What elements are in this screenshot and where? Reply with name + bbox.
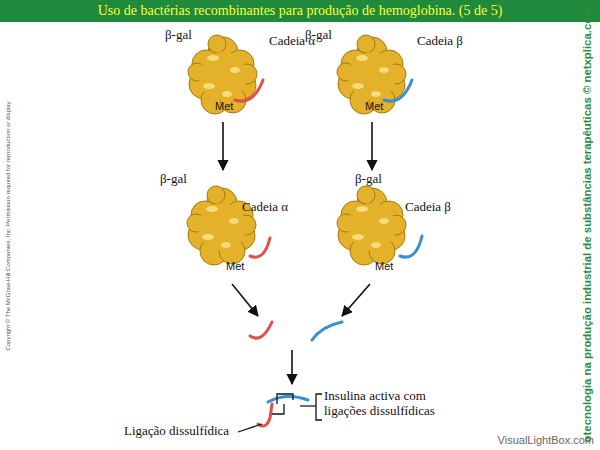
disulfide-bond bbox=[272, 404, 284, 414]
arrow-line bbox=[232, 284, 258, 316]
peptide-chain bbox=[400, 236, 422, 257]
arrow-line bbox=[342, 284, 370, 316]
leader-line bbox=[238, 424, 262, 432]
protein-label: β-gal bbox=[305, 28, 332, 43]
process-arrow bbox=[222, 122, 224, 170]
chain-label: Cadeia β bbox=[417, 34, 463, 49]
alpha-chain bbox=[250, 322, 272, 338]
watermark: otecnologia na produção industrial de su… bbox=[581, 7, 594, 443]
bracket bbox=[316, 394, 322, 420]
peptide-chain bbox=[235, 80, 263, 101]
beta-chain bbox=[312, 322, 342, 340]
arrow-line bbox=[291, 350, 293, 384]
title: Uso de bactérias recombinantes para prod… bbox=[0, 0, 600, 22]
protein-label: β-gal bbox=[160, 172, 187, 187]
fusion-protein: β-gal Cadeia β Met bbox=[305, 28, 475, 120]
beta-chain bbox=[268, 396, 308, 402]
process-arrow bbox=[371, 122, 373, 170]
leader-line bbox=[300, 405, 316, 406]
fusion-protein: β-galCadeia β Met bbox=[305, 172, 475, 276]
fusion-protein: β-galCadeia α Met bbox=[150, 172, 320, 276]
peptide-chain bbox=[384, 80, 412, 101]
title-bar: Uso de bactérias recombinantes para prod… bbox=[0, 0, 600, 22]
residue-label: Met bbox=[226, 260, 244, 273]
copyright-note: Copyright © The McGraw-Hill Companies, I… bbox=[5, 100, 12, 350]
bond-label: Ligação dissulfídica bbox=[124, 424, 229, 439]
alpha-chain bbox=[258, 404, 272, 426]
chain-label: Cadeia α bbox=[242, 200, 288, 215]
protein-label: β-gal bbox=[165, 28, 192, 43]
structure-label: Insulina activa com ligações dissulfídic… bbox=[324, 389, 464, 419]
protein-label: β-gal bbox=[355, 172, 382, 187]
peptide-chain bbox=[250, 238, 270, 257]
residue-label: Met bbox=[365, 100, 383, 113]
watermark: VisualLightBox.com bbox=[498, 434, 594, 447]
disulfide-bond bbox=[277, 394, 293, 404]
residue-label: Met bbox=[215, 100, 233, 113]
chain-label: Cadeia β bbox=[405, 200, 451, 215]
residue-label: Met bbox=[375, 260, 393, 273]
